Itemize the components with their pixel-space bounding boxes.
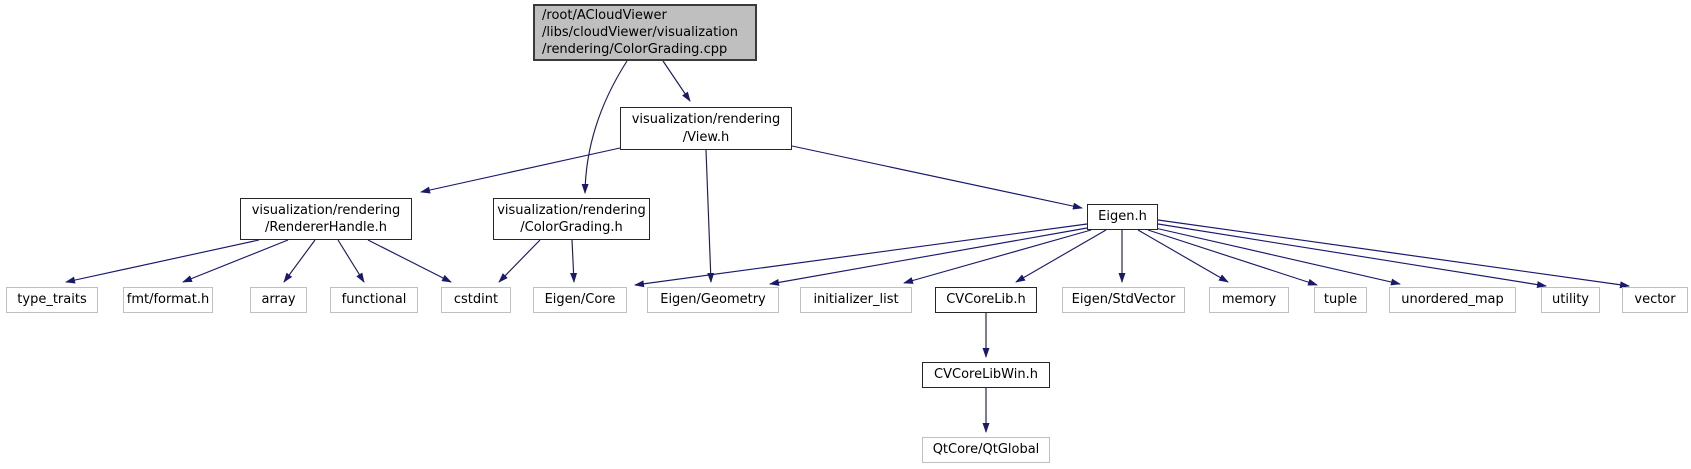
edge-rendererhandle-to-array: [283, 239, 316, 283]
edge-view-h-to-eigen-geometry: [705, 149, 715, 283]
node-eigen-geometry: Eigen/Geometry: [647, 287, 779, 313]
node-eigen-core: Eigen/Core: [533, 287, 627, 313]
node-fmt-format-h: fmt/format.h: [123, 287, 213, 313]
edge-eigen-h-to-initializer-list: [903, 229, 1092, 284]
edge-rendererhandle-to-type-traits: [65, 239, 260, 284]
node-tuple: tuple: [1314, 287, 1367, 313]
node-memory: memory: [1209, 287, 1289, 313]
node-cvcorelibwin-h[interactable]: CVCoreLibWin.h: [922, 362, 1050, 388]
node-array: array: [250, 287, 307, 313]
node-cstdint: cstdint: [441, 287, 511, 313]
edge-view-h-to-eigen-h: [791, 145, 1083, 210]
node-rendererhandle-h[interactable]: visualization/rendering /RendererHandle.…: [240, 198, 412, 240]
edge-cpp-to-colorgrading-h: [581, 60, 628, 194]
edge-view-h-to-rendererhandle-h: [420, 147, 621, 194]
node-type-traits: type_traits: [6, 287, 98, 313]
edge-rendererhandle-to-cstdint: [367, 239, 452, 283]
node-view-h[interactable]: visualization/rendering /View.h: [620, 107, 792, 150]
edge-eigen-h-to-unordered-map: [1154, 227, 1401, 286]
node-initializer-list: initializer_list: [800, 287, 912, 313]
edge-eigen-h-to-cvcorelib-h: [1015, 229, 1107, 283]
node-unordered-map: unordered_map: [1389, 287, 1516, 313]
edge-eigen-h-to-eigen-geometry: [769, 227, 1088, 286]
edge-eigen-h-to-tuple: [1147, 229, 1318, 286]
node-vector: vector: [1622, 287, 1688, 313]
node-colorgrading-h[interactable]: visualization/rendering /ColorGrading.h: [493, 198, 650, 240]
edge-cpp-to-view-h: [662, 60, 691, 102]
edge-eigen-h-to-utility: [1157, 223, 1547, 289]
edge-colorgrading-to-cstdint: [498, 239, 541, 283]
node-colorgrading-cpp: /root/ACloudViewer /libs/cloudViewer/vis…: [533, 4, 757, 61]
node-cvcorelib-h[interactable]: CVCoreLib.h: [935, 287, 1037, 313]
node-functional: functional: [330, 287, 418, 313]
edge-eigen-h-to-eigen-core: [634, 223, 1088, 288]
edge-colorgrading-to-eigen-core: [570, 239, 578, 283]
node-utility: utility: [1541, 287, 1600, 313]
edge-rendererhandle-to-fmt-format: [182, 239, 289, 283]
node-eigen-h[interactable]: Eigen.h: [1087, 204, 1158, 230]
edge-eigen-h-to-memory: [1137, 229, 1229, 283]
edge-eigen-h-to-vector: [1157, 219, 1630, 289]
node-qtcore-qtglobal: QtCore/QtGlobal: [922, 437, 1050, 463]
edge-rendererhandle-to-functional: [337, 239, 365, 283]
node-eigen-stdvector: Eigen/StdVector: [1062, 287, 1185, 313]
